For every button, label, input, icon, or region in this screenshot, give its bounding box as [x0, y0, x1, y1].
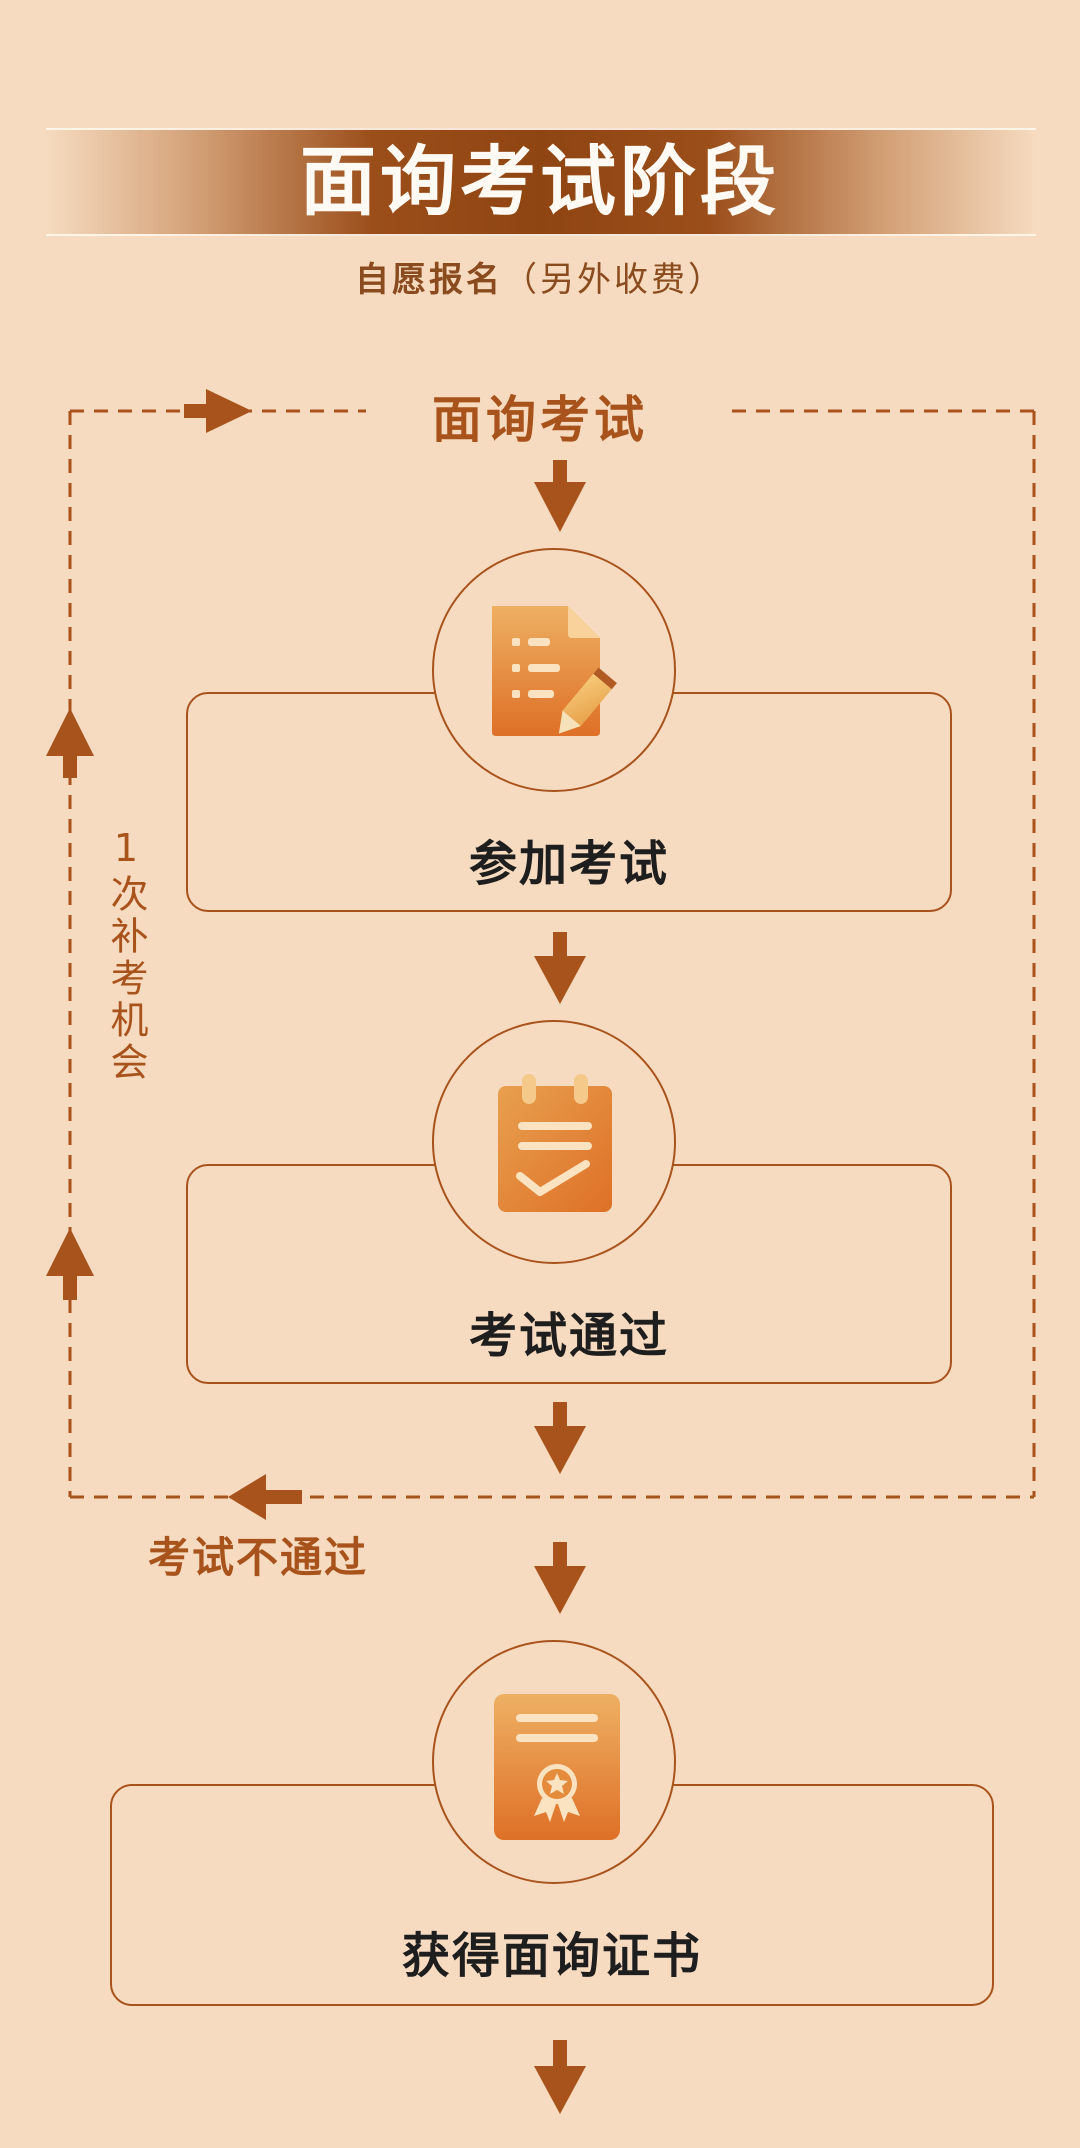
step-label: 考试通过	[468, 1308, 669, 1364]
clipboard-check-icon	[498, 1074, 612, 1212]
step-label: 参加考试	[468, 836, 669, 892]
up-arrow-icon	[46, 1228, 94, 1300]
down-arrow-icon	[534, 1542, 586, 1614]
step-icon-circle	[432, 1020, 676, 1264]
left-arrow-icon	[228, 1474, 302, 1520]
down-arrow-icon	[534, 2040, 586, 2114]
down-arrow-icon	[534, 932, 586, 1004]
retry-chance-label: 1次补考机会	[104, 826, 148, 1084]
step-label: 获得面询证书	[401, 1928, 702, 1984]
down-arrow-icon	[534, 460, 586, 532]
title-banner	[46, 128, 1036, 236]
subtitle: 自愿报名（另外收费）	[0, 252, 1080, 301]
banner-top-line	[46, 128, 1036, 130]
step-icon-circle	[432, 548, 676, 792]
down-arrow-icon	[534, 1402, 586, 1474]
start-step-label: 面询考试	[432, 391, 648, 449]
banner-bottom-line	[46, 234, 1036, 236]
exam-failed-label: 考试不通过	[148, 1533, 369, 1582]
step-icon-circle	[432, 1640, 676, 1884]
certificate-icon	[494, 1694, 620, 1840]
exam-paper-pencil-icon	[492, 606, 617, 736]
up-arrow-icon	[46, 708, 94, 778]
page-title: 面询考试阶段	[300, 137, 780, 226]
subtitle-bold: 自愿报名	[355, 260, 503, 300]
right-arrow-icon	[184, 389, 252, 433]
subtitle-note: （另外收费）	[503, 260, 725, 300]
